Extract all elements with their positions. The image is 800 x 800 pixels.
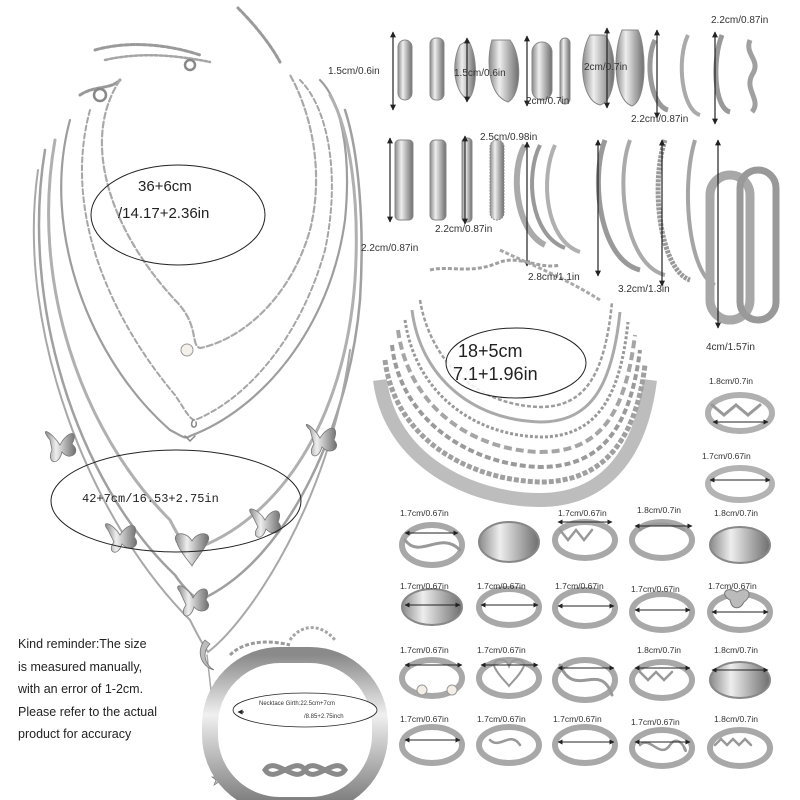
ring-size-label-17: 1.7cm/0.67in: [477, 714, 526, 724]
earring-size-label-12: 4cm/1.57in: [706, 342, 755, 353]
reminder-line-1: Kind reminder:The size: [18, 637, 147, 651]
earring-size-label-9: 2.2cm/0.87in: [435, 224, 493, 235]
ring-size-label-2: 1.7cm/0.67in: [702, 451, 751, 461]
ring-size-label-19: 1.7cm/0.67in: [631, 717, 680, 727]
reminder-line-3: with an error of 1-2cm.: [18, 682, 144, 696]
ring-size-label-15: 1.8cm/0.7in: [714, 645, 758, 655]
bracelet-size-line-1: 18+5cm: [458, 341, 523, 361]
earring-size-label-5: 2.2cm/0.87in: [711, 15, 769, 26]
reminder-line-4: Please refer to the actual: [18, 704, 157, 719]
butterfly-pendant-mid: [104, 523, 138, 553]
ring-size-label-3: 1.7cm/0.67in: [400, 508, 449, 518]
bracelet-stack: [373, 248, 657, 508]
earring-size-label-3: 2cm/0.7in: [584, 62, 628, 73]
ring-size-label-6: 1.8cm/0.7in: [714, 508, 758, 518]
butterfly-pendant-left: [44, 431, 77, 462]
earring-size-label-10: 2.8cm/1.1in: [528, 272, 580, 283]
ring-size-label-4: 1.7cm/0.67in: [558, 508, 607, 518]
earring-size-label-4: 2cm/0.7in: [526, 96, 570, 107]
ring-size-label-13: 1.7cm/0.67in: [477, 645, 526, 655]
size-reminder-note: Kind reminder:The size is measured manua…: [18, 633, 193, 746]
ring-measure-arrows: [404, 419, 771, 745]
ring-size-label-12: 1.7cm/0.67in: [400, 645, 449, 655]
earring-size-label-6: 2.2cm/0.87in: [631, 114, 689, 125]
ring-size-label-1: 1.8cm/0.7in: [709, 376, 753, 386]
ring-size-label-14: 1.8cm/0.7in: [637, 645, 681, 655]
earring-size-label-11: 3.2cm/1.3in: [618, 284, 670, 295]
ring-size-label-8: 1.7cm/0.67in: [477, 581, 526, 591]
ring-size-label-10: 1.7cm/0.67in: [631, 584, 680, 594]
heart-pendant: [174, 533, 210, 567]
necklace-long-size-ellipse: [50, 449, 302, 553]
butterfly-pendant-bottom: [177, 585, 210, 617]
ring-size-label-7: 1.7cm/0.67in: [400, 581, 449, 591]
ring-size-label-11: 1.7cm/0.67in: [708, 581, 757, 591]
bracelet-size-ellipse: [445, 327, 587, 399]
ring-size-label-5: 1.8cm/0.7in: [637, 505, 681, 515]
butterfly-pendant-right: [305, 424, 338, 457]
reminder-line-2: is measured manually,: [18, 659, 143, 674]
infinity-anklet: [202, 626, 388, 800]
earring-size-label-8: 2.2cm/0.87in: [361, 243, 419, 254]
ring-size-label-9: 1.7cm/0.67in: [555, 581, 604, 591]
earring-size-label-2: 1.5cm/0.6in: [454, 68, 506, 79]
anklet-size-line-2: /8.85+2.75inch: [304, 714, 344, 720]
anklet-size-line-1: Necktace Girth:22.5cm+7cm: [259, 701, 335, 707]
earring-measure-arrows: [387, 27, 721, 329]
earrings-row-1: [397, 29, 758, 117]
reminder-line-5: product for accuracy: [18, 727, 132, 741]
necklace-size-line-1: 36+6cm: [138, 178, 192, 195]
ring-size-label-16: 1.7cm/0.67in: [400, 714, 449, 724]
necklace-long-size-label: 42+7cm/16.53+2.75in: [82, 492, 219, 506]
necklace-short-size-ellipse: [90, 164, 266, 266]
ring-size-label-20: 1.8cm/0.7in: [714, 714, 758, 724]
bracelet-size-line-2: 7.1+1.96in: [453, 364, 538, 384]
ring-size-label-18: 1.7cm/0.67in: [553, 714, 602, 724]
moon-pendant: [199, 639, 215, 671]
earring-size-label-1: 1.5cm/0.6in: [328, 66, 380, 77]
butterfly-pendant-side: [249, 508, 282, 538]
anklet-size-ellipse: [232, 692, 378, 728]
earring-size-label-7: 2.5cm/0.98in: [480, 132, 538, 143]
necklace-size-line-2: /14.17+2.36in: [118, 205, 210, 222]
